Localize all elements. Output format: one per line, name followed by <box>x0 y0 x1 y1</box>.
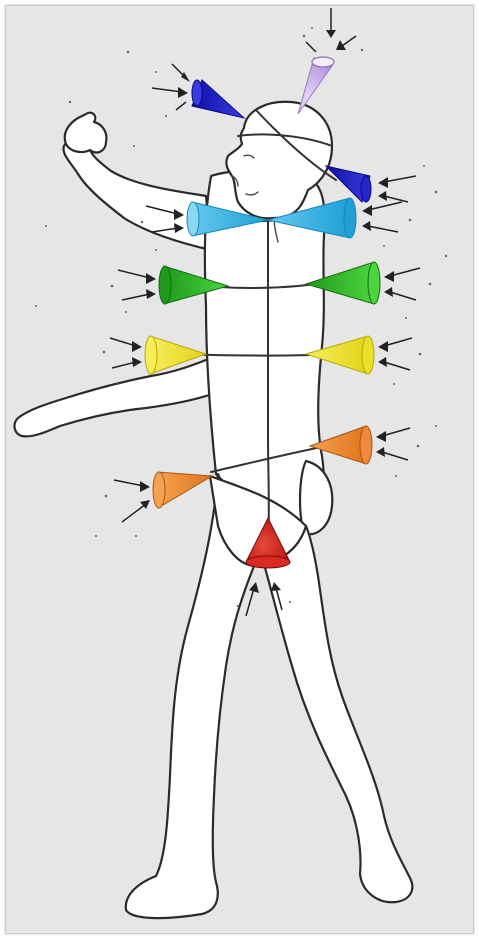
human-energy-figure <box>6 6 474 934</box>
brow-back-energy-cone <box>326 165 437 202</box>
sacral-front-energy-cone <box>105 472 212 537</box>
brow-front-energy-cone <box>127 51 244 118</box>
sacral-back-energy-cone <box>310 426 419 477</box>
crown-energy-cone <box>298 8 363 114</box>
illustration-canvas <box>5 5 474 934</box>
